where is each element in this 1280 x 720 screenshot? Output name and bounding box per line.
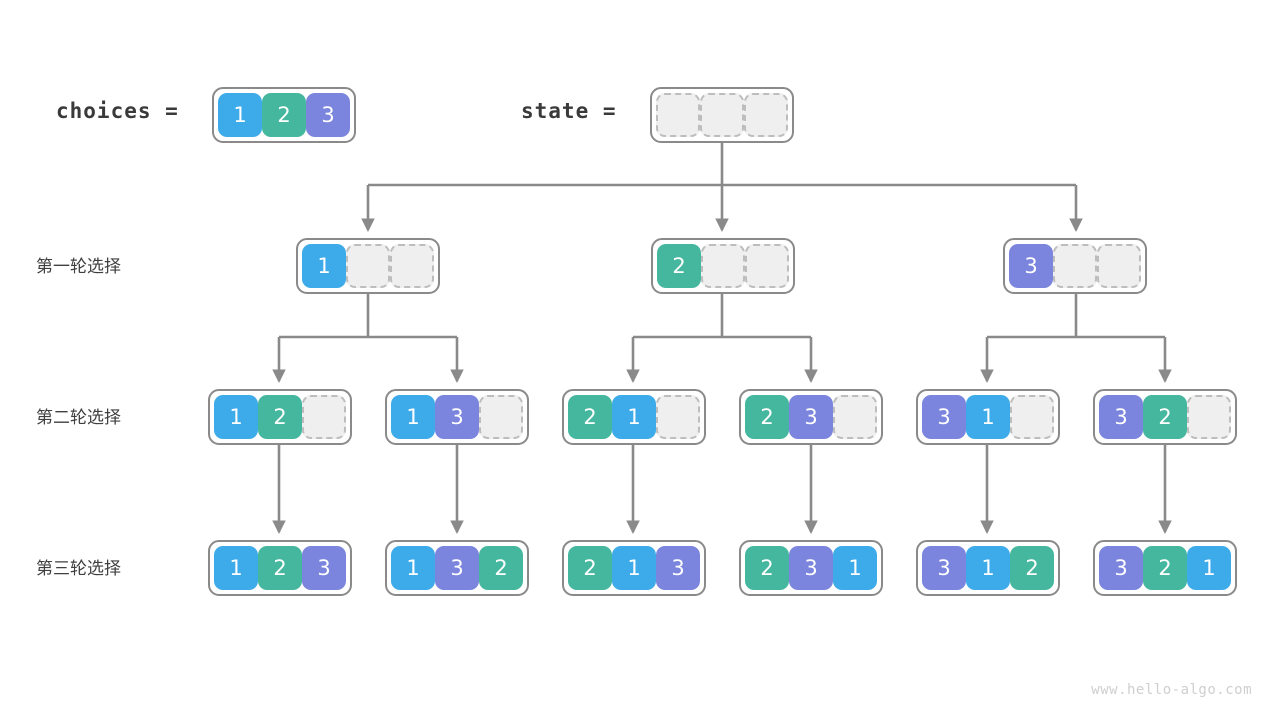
- watermark: www.hello-algo.com: [1091, 682, 1252, 698]
- array-cell-value-3: 3: [789, 395, 833, 439]
- array-cell-empty: [700, 93, 744, 137]
- array-cell-value-3: 3: [789, 546, 833, 590]
- array-cell-value-1: 1: [612, 546, 656, 590]
- array-cell-value-3: 3: [1009, 244, 1053, 288]
- array-cell-empty: [656, 93, 700, 137]
- array-cell-value-2: 2: [745, 395, 789, 439]
- array-cell-value-3: 3: [435, 395, 479, 439]
- array-cell-value-1: 1: [302, 244, 346, 288]
- array-cell-value-1: 1: [966, 546, 1010, 590]
- array-cell-value-2: 2: [1143, 395, 1187, 439]
- array-cell-value-3: 3: [656, 546, 700, 590]
- array-cell-value-3: 3: [302, 546, 346, 590]
- array-cell-value-3: 3: [1099, 395, 1143, 439]
- array-cell-empty: [833, 395, 877, 439]
- array-cell-value-1: 1: [218, 93, 262, 137]
- array-cell-value-1: 1: [1187, 546, 1231, 590]
- round-1-node-1: 1: [296, 238, 440, 294]
- array-cell-value-2: 2: [262, 93, 306, 137]
- array-cell-value-3: 3: [922, 395, 966, 439]
- array-cell-value-3: 3: [435, 546, 479, 590]
- array-cell-empty: [1010, 395, 1054, 439]
- array-cell-empty: [745, 244, 789, 288]
- array-cell-empty: [656, 395, 700, 439]
- array-cell-empty: [479, 395, 523, 439]
- array-cell-empty: [701, 244, 745, 288]
- row-label-round-2: 第二轮选择: [36, 408, 121, 428]
- array-cell-value-3: 3: [306, 93, 350, 137]
- array-cell-empty: [1187, 395, 1231, 439]
- array-cell-value-2: 2: [745, 546, 789, 590]
- array-cell-empty: [1053, 244, 1097, 288]
- array-cell-value-2: 2: [479, 546, 523, 590]
- row-label-round-1: 第一轮选择: [36, 257, 121, 277]
- array-cell-value-3: 3: [1099, 546, 1143, 590]
- array-cell-value-1: 1: [391, 395, 435, 439]
- array-cell-value-2: 2: [1143, 546, 1187, 590]
- array-cell-value-2: 2: [657, 244, 701, 288]
- array-cell-empty: [302, 395, 346, 439]
- array-cell-value-2: 2: [258, 546, 302, 590]
- array-cell-value-1: 1: [214, 395, 258, 439]
- array-cell-value-1: 1: [833, 546, 877, 590]
- array-cell-empty: [744, 93, 788, 137]
- array-cell-empty: [390, 244, 434, 288]
- array-cell-empty: [1097, 244, 1141, 288]
- array-cell-value-1: 1: [214, 546, 258, 590]
- array-cell-empty: [346, 244, 390, 288]
- array-cell-value-2: 2: [568, 546, 612, 590]
- array-cell-value-1: 1: [966, 395, 1010, 439]
- array-cell-value-2: 2: [1010, 546, 1054, 590]
- array-cell-value-2: 2: [568, 395, 612, 439]
- state-label: state =: [521, 99, 617, 123]
- state-array: [650, 87, 794, 143]
- row-label-round-3: 第三轮选择: [36, 559, 121, 579]
- round-1-node-3: 3: [1003, 238, 1147, 294]
- round-1-node-2: 2: [651, 238, 795, 294]
- array-cell-value-1: 1: [612, 395, 656, 439]
- array-cell-value-1: 1: [391, 546, 435, 590]
- array-cell-value-2: 2: [258, 395, 302, 439]
- array-cell-value-3: 3: [922, 546, 966, 590]
- choices-label: choices =: [56, 99, 179, 123]
